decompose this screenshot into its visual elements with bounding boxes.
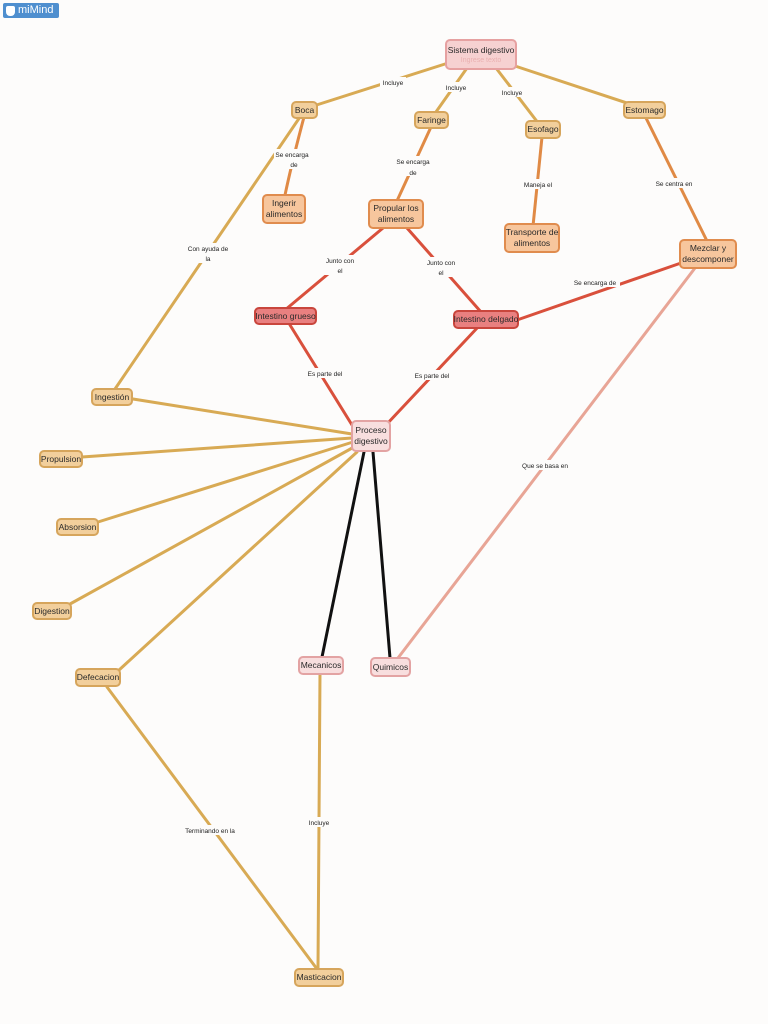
edge-label-incluye-masticacion: Incluye <box>309 820 330 827</box>
node-faringe-label: Faringe <box>417 114 446 125</box>
edge-label-se-encarga-delgado: Se encarga de <box>574 280 617 287</box>
node-propular-alimentos[interactable]: Propular los alimentos <box>368 199 424 229</box>
edge-label-junto-delgado-2: el <box>438 270 444 277</box>
edge-label-junto-grueso: Junto con <box>326 258 355 265</box>
node-estomago[interactable]: Estomago <box>623 101 666 119</box>
node-boca[interactable]: Boca <box>291 101 318 119</box>
node-sistema-digestivo-placeholder: Ingrese texto <box>460 56 502 64</box>
node-ingerir-line1: Ingerir <box>271 198 297 208</box>
edge-label-junto-delgado: Junto con <box>427 260 456 267</box>
edge-proceso-defecacion <box>116 450 359 673</box>
mimind-logo-text: miMind <box>18 4 54 16</box>
node-absorsion[interactable]: Absorsion <box>56 518 99 536</box>
edge-sistema-faringe <box>429 66 469 121</box>
node-esofago-label: Esofago <box>527 124 559 134</box>
node-transporte-alimentos[interactable]: Transporte de alimentos <box>504 223 560 253</box>
edge-sistema-esofago <box>494 66 544 130</box>
edge-proceso-quimicos <box>371 450 392 660</box>
node-faringe[interactable]: Faringe <box>414 111 449 129</box>
node-sistema-digestivo-label: Sistema digestivo <box>447 44 515 55</box>
edge-label-que-se-basa: Que se basa en <box>522 463 568 470</box>
node-propulsion[interactable]: Propulsion <box>39 450 83 468</box>
edge-label-se-centra: Se centra en <box>656 181 693 188</box>
edge-mezclar-delgado <box>515 261 683 322</box>
mimind-logo[interactable]: miMind <box>3 3 60 18</box>
node-proceso-line1: Proceso <box>355 425 387 435</box>
node-intestino-grueso-label: Intestino grueso <box>255 310 316 321</box>
node-ingerir-alimentos[interactable]: Ingerir alimentos <box>262 194 306 224</box>
node-defecacion[interactable]: Defecacion <box>75 668 121 687</box>
node-boca-label: Boca <box>294 104 315 115</box>
node-proceso-line2: digestivo <box>354 436 388 446</box>
edge-label-se-encarga-faringe-2: de <box>409 170 417 177</box>
node-mezclar-line1: Mezclar y <box>689 243 727 253</box>
edge-label-incluye-esofago: Incluye <box>502 90 523 97</box>
edge-sistema-estomago <box>513 64 644 110</box>
node-digestion[interactable]: Digestion <box>32 602 72 620</box>
edge-label-maneja: Maneja el <box>524 182 553 189</box>
edge-proceso-absorsion <box>96 440 355 524</box>
node-quimicos-label: Quimicos <box>372 661 409 672</box>
node-esofago[interactable]: Esofago <box>525 120 561 139</box>
node-intestino-delgado[interactable]: Intestino delgado <box>453 310 519 329</box>
node-estomago-label: Estomago <box>625 104 664 115</box>
node-mezclar-line2: descomponer <box>682 254 734 264</box>
node-mecanicos[interactable]: Mecanicos <box>298 656 344 675</box>
edge-label-con-ayuda: Con ayuda de <box>188 246 229 253</box>
node-propular-line1: Propular los <box>373 203 419 213</box>
node-propulsion-label: Propulsion <box>40 453 82 464</box>
node-defecacion-label: Defecacion <box>76 672 120 682</box>
edge-label-terminando: Terminando en la <box>185 828 235 835</box>
node-ingestion[interactable]: Ingestión <box>91 388 133 406</box>
node-transporte-line2: alimentos <box>513 238 551 248</box>
node-masticacion[interactable]: Masticacion <box>294 968 344 987</box>
edge-sistema-boca <box>302 62 447 111</box>
edge-proceso-digestion <box>68 445 356 606</box>
edge-proceso-ingestion <box>131 397 354 436</box>
mimind-logo-icon <box>6 5 15 16</box>
node-ingerir-line2: alimentos <box>265 209 303 219</box>
node-quimicos[interactable]: Quimicos <box>370 657 411 677</box>
node-intestino-delgado-label: Intestino delgado <box>453 314 519 324</box>
edge-proceso-propulsion <box>80 436 354 459</box>
node-mecanicos-label: Mecanicos <box>300 660 342 670</box>
node-transporte-line1: Transporte de <box>505 227 559 237</box>
node-propular-line2: alimentos <box>377 214 415 224</box>
edge-label-se-encarga-faringe: Se encarga <box>396 159 430 166</box>
edge-label-es-parte-grueso: Es parte del <box>308 371 343 378</box>
edge-label-con-ayuda-2: la <box>205 256 210 263</box>
node-ingestion-label: Ingestión <box>94 391 130 402</box>
node-intestino-grueso[interactable]: Intestino grueso <box>254 307 317 325</box>
edge-label-se-encarga-boca: Se encarga <box>275 152 309 159</box>
edge-label-incluye-faringe: Incluye <box>446 85 467 92</box>
node-sistema-digestivo[interactable]: Sistema digestivo Ingrese texto <box>445 39 517 70</box>
edge-label-es-parte-delgado: Es parte del <box>415 373 450 380</box>
edge-label-se-encarga-boca-2: de <box>290 162 298 169</box>
edge-proceso-mecanicos <box>320 450 366 659</box>
edge-label-incluye-boca: Incluye <box>383 80 404 87</box>
edge-label-junto-grueso-2: el <box>337 268 343 275</box>
node-masticacion-label: Masticacion <box>296 972 342 982</box>
node-mezclar-descomponer[interactable]: Mezclar y descomponer <box>679 239 737 269</box>
node-digestion-label: Digestion <box>34 605 70 616</box>
node-absorsion-label: Absorsion <box>58 521 97 532</box>
node-proceso-digestivo[interactable]: Proceso digestivo <box>351 420 391 452</box>
